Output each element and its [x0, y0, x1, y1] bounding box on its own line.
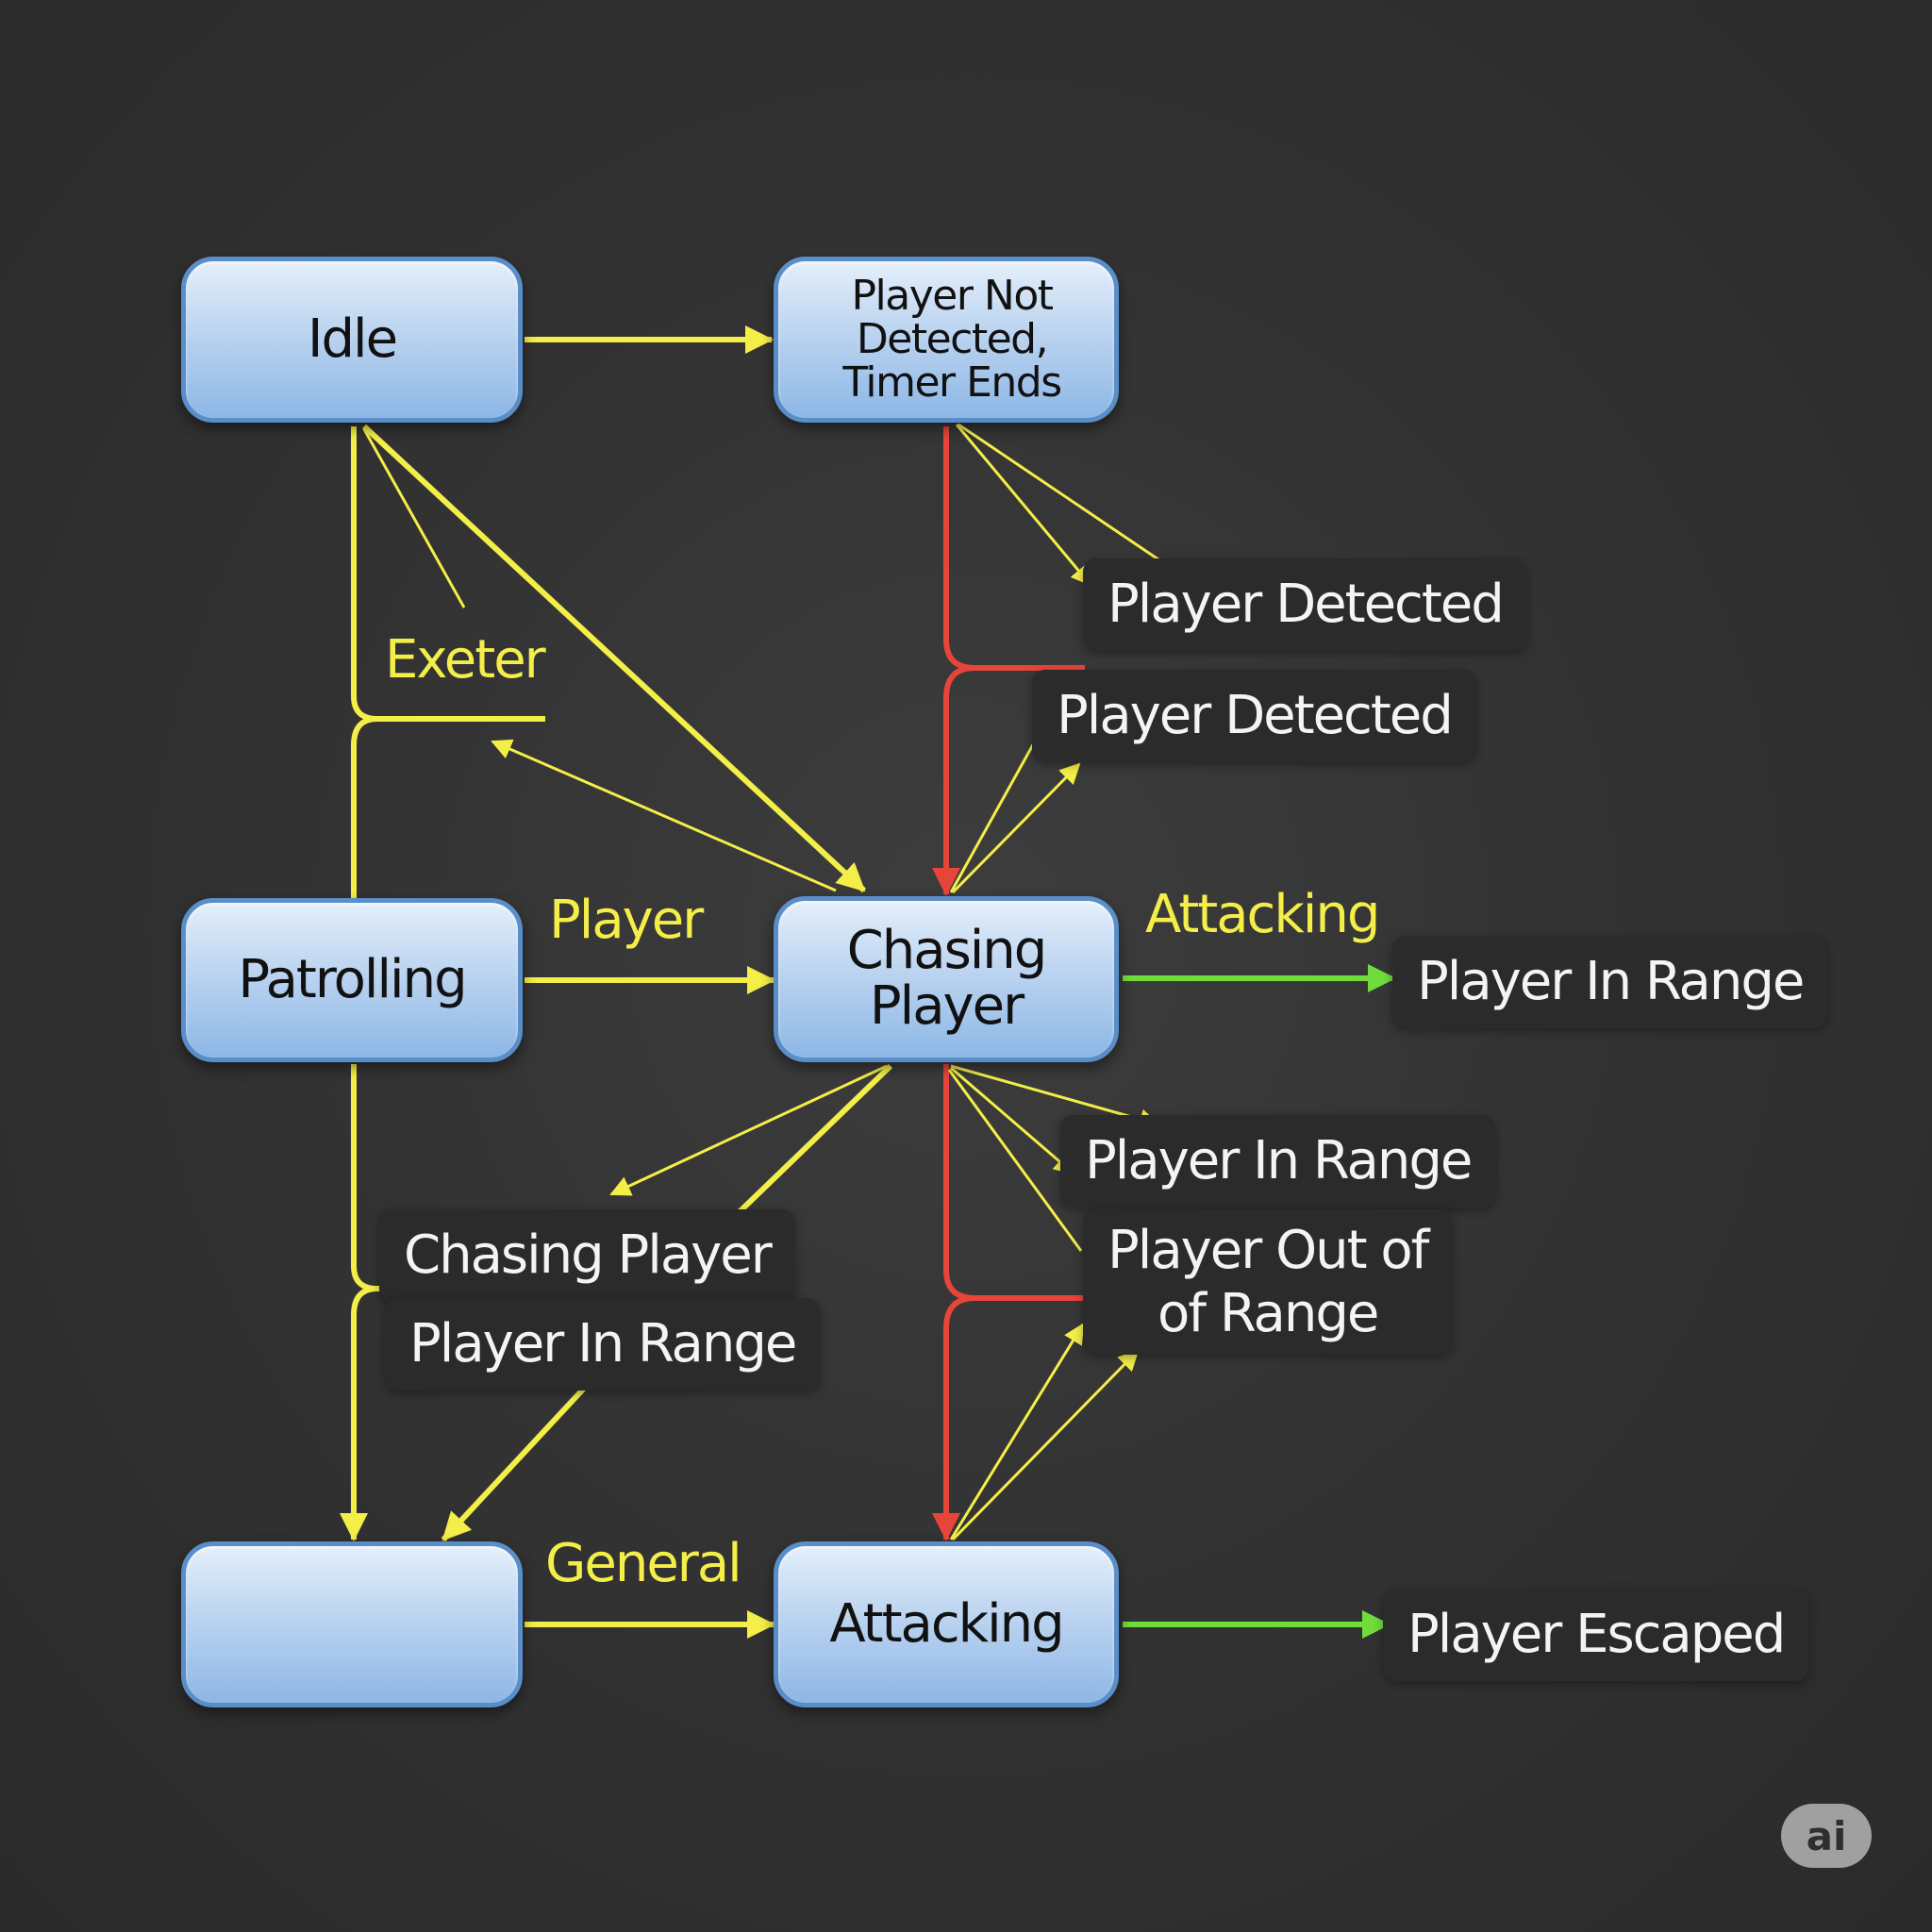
- label-player-detected-lower: Player Detected: [1032, 670, 1476, 762]
- edge-chasing-to-blank-a: [725, 1063, 893, 1225]
- node-timer-ends-label: Player Not Detected, Timer Ends: [842, 271, 1062, 408]
- edge-chasing-to-mid-range-b: [950, 1066, 1075, 1175]
- node-timer-ends[interactable]: Player Not Detected, Timer Ends: [774, 257, 1119, 423]
- edge-label-player: Player: [549, 890, 704, 951]
- label-player-detected-upper: Player Detected: [1083, 558, 1527, 651]
- edge-chasing-tick-up: [949, 739, 1038, 893]
- edge-idle-patrolling-bracket: [351, 426, 545, 898]
- edge-attacking-to-out-range-b: [951, 1349, 1140, 1541]
- node-idle-label: Idle: [307, 308, 398, 370]
- edge-chasing-tick-down: [947, 1069, 1083, 1252]
- label-player-out-of-range: Player Out of of Range: [1083, 1209, 1453, 1356]
- edge-chasing-to-detected: [951, 762, 1081, 894]
- edge-idle-to-chasing: [361, 424, 867, 893]
- node-chasing-player[interactable]: Chasing Player: [774, 896, 1119, 1062]
- edge-patrolling-to-blank: [354, 1064, 651, 1540]
- edge-chasing-to-attacking-red: [946, 1064, 1124, 1540]
- node-patrolling-label: Patrolling: [238, 948, 467, 1010]
- node-patrolling[interactable]: Patrolling: [181, 898, 523, 1062]
- edge-idle-tick: [362, 428, 466, 608]
- edge-attacking-to-out-range-a: [949, 1323, 1085, 1541]
- node-idle[interactable]: Idle: [181, 257, 523, 423]
- node-attacking-label: Attacking: [829, 1592, 1064, 1655]
- label-player-in-range-lower: Player In Range: [385, 1298, 821, 1391]
- label-chasing-player-lower: Chasing Player: [379, 1209, 795, 1302]
- edge-label-attacking: Attacking: [1145, 884, 1380, 945]
- edge-chasing-to-mid-range-a: [950, 1064, 1160, 1130]
- edge-label-general: General: [545, 1533, 742, 1594]
- node-chasing-player-label: Chasing Player: [846, 920, 1048, 1037]
- label-player-in-range-right: Player In Range: [1392, 936, 1828, 1028]
- edge-timer-to-detected-b: [958, 423, 1192, 583]
- edge-timer-to-chasing-red: [946, 426, 1085, 894]
- edge-timer-to-detected-a: [955, 424, 1092, 587]
- edge-chasing-to-blank-b: [441, 1376, 595, 1542]
- edge-chasing-to-lower-label: [609, 1064, 888, 1196]
- ai-badge: ai: [1781, 1804, 1872, 1868]
- edge-label-exeter: Exeter: [385, 629, 546, 691]
- node-attacking[interactable]: Attacking: [774, 1541, 1119, 1707]
- label-player-in-range-mid: Player In Range: [1060, 1115, 1496, 1208]
- edge-chasing-to-exeter: [491, 739, 837, 892]
- label-player-escaped: Player Escaped: [1383, 1589, 1809, 1681]
- node-blank[interactable]: [181, 1541, 523, 1707]
